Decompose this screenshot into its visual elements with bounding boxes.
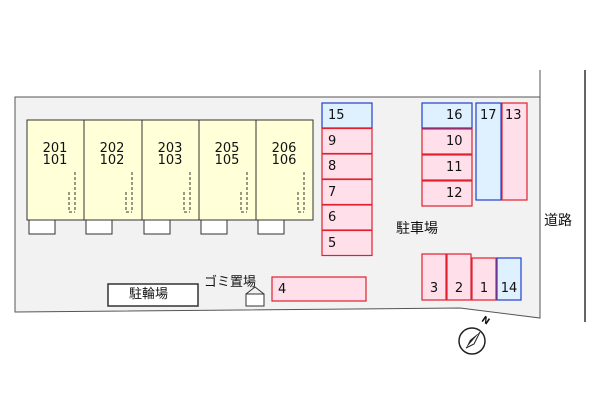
- parking-space-number: 15: [328, 108, 345, 123]
- compass-icon: [458, 327, 486, 355]
- parking-space-number: 17: [480, 108, 497, 123]
- building-body: [26, 119, 314, 221]
- unit-number-upper: 202: [99, 141, 125, 156]
- bicycle-parking-label: 駐輪場: [129, 287, 169, 302]
- parking-spaces: [271, 102, 528, 302]
- car-space: [501, 102, 528, 201]
- unit-number-upper: 203: [157, 141, 183, 156]
- apartment-building: [26, 119, 314, 235]
- trash-area-label: ゴミ置場: [204, 275, 257, 290]
- parking-label: 駐車場: [396, 221, 438, 237]
- parking-space-number: 5: [328, 235, 337, 251]
- bike-space: [421, 102, 473, 129]
- unit-number-lower: 105: [214, 153, 240, 168]
- parking-space-number: 7: [328, 184, 337, 200]
- parking-space-number: 13: [505, 108, 522, 123]
- trash-area-roof: [245, 286, 265, 295]
- car-space: [446, 253, 472, 301]
- unit-number-upper: 201: [42, 141, 68, 156]
- parking-space-number: 9: [328, 133, 337, 149]
- unit-entry: [200, 219, 228, 235]
- unit-entry: [28, 219, 56, 235]
- bike-space: [496, 257, 522, 301]
- car-space: [421, 180, 473, 207]
- car-space: [421, 154, 473, 181]
- parking-space-number: 12: [446, 186, 463, 201]
- car-space: [321, 178, 373, 206]
- parking-space-number: 11: [446, 160, 463, 175]
- parking-space-number: 1: [479, 281, 489, 296]
- bike-space: [475, 102, 502, 201]
- car-space: [321, 153, 373, 180]
- car-space: [421, 128, 473, 155]
- trash-area: [245, 293, 265, 307]
- unit-number-lower: 101: [42, 153, 68, 168]
- unit-number-upper: 205: [214, 141, 240, 156]
- car-space: [271, 276, 367, 302]
- parking-space-number: 6: [328, 210, 337, 225]
- unit-number-upper: 206: [271, 141, 297, 156]
- parking-space-number: 4: [278, 282, 287, 297]
- unit-entry: [257, 219, 285, 235]
- car-space: [321, 204, 373, 231]
- unit-entry: [143, 219, 171, 235]
- car-space: [321, 229, 373, 257]
- parking-space-number: 10: [446, 134, 463, 149]
- unit-number-lower: 103: [157, 153, 183, 168]
- road-label: 道路: [544, 213, 572, 229]
- unit-number-lower: 106: [271, 153, 297, 168]
- parking-space-number: 2: [454, 281, 464, 296]
- car-space: [471, 257, 497, 301]
- unit-entry: [85, 219, 113, 235]
- bicycle-parking-area: [107, 283, 199, 307]
- car-space: [421, 253, 447, 301]
- parking-space-number: 3: [429, 281, 439, 296]
- parking-space-number: 16: [446, 108, 463, 123]
- parking-space-number: 14: [500, 281, 518, 296]
- parking-space-number: 8: [328, 159, 337, 174]
- unit-number-lower: 102: [99, 153, 125, 168]
